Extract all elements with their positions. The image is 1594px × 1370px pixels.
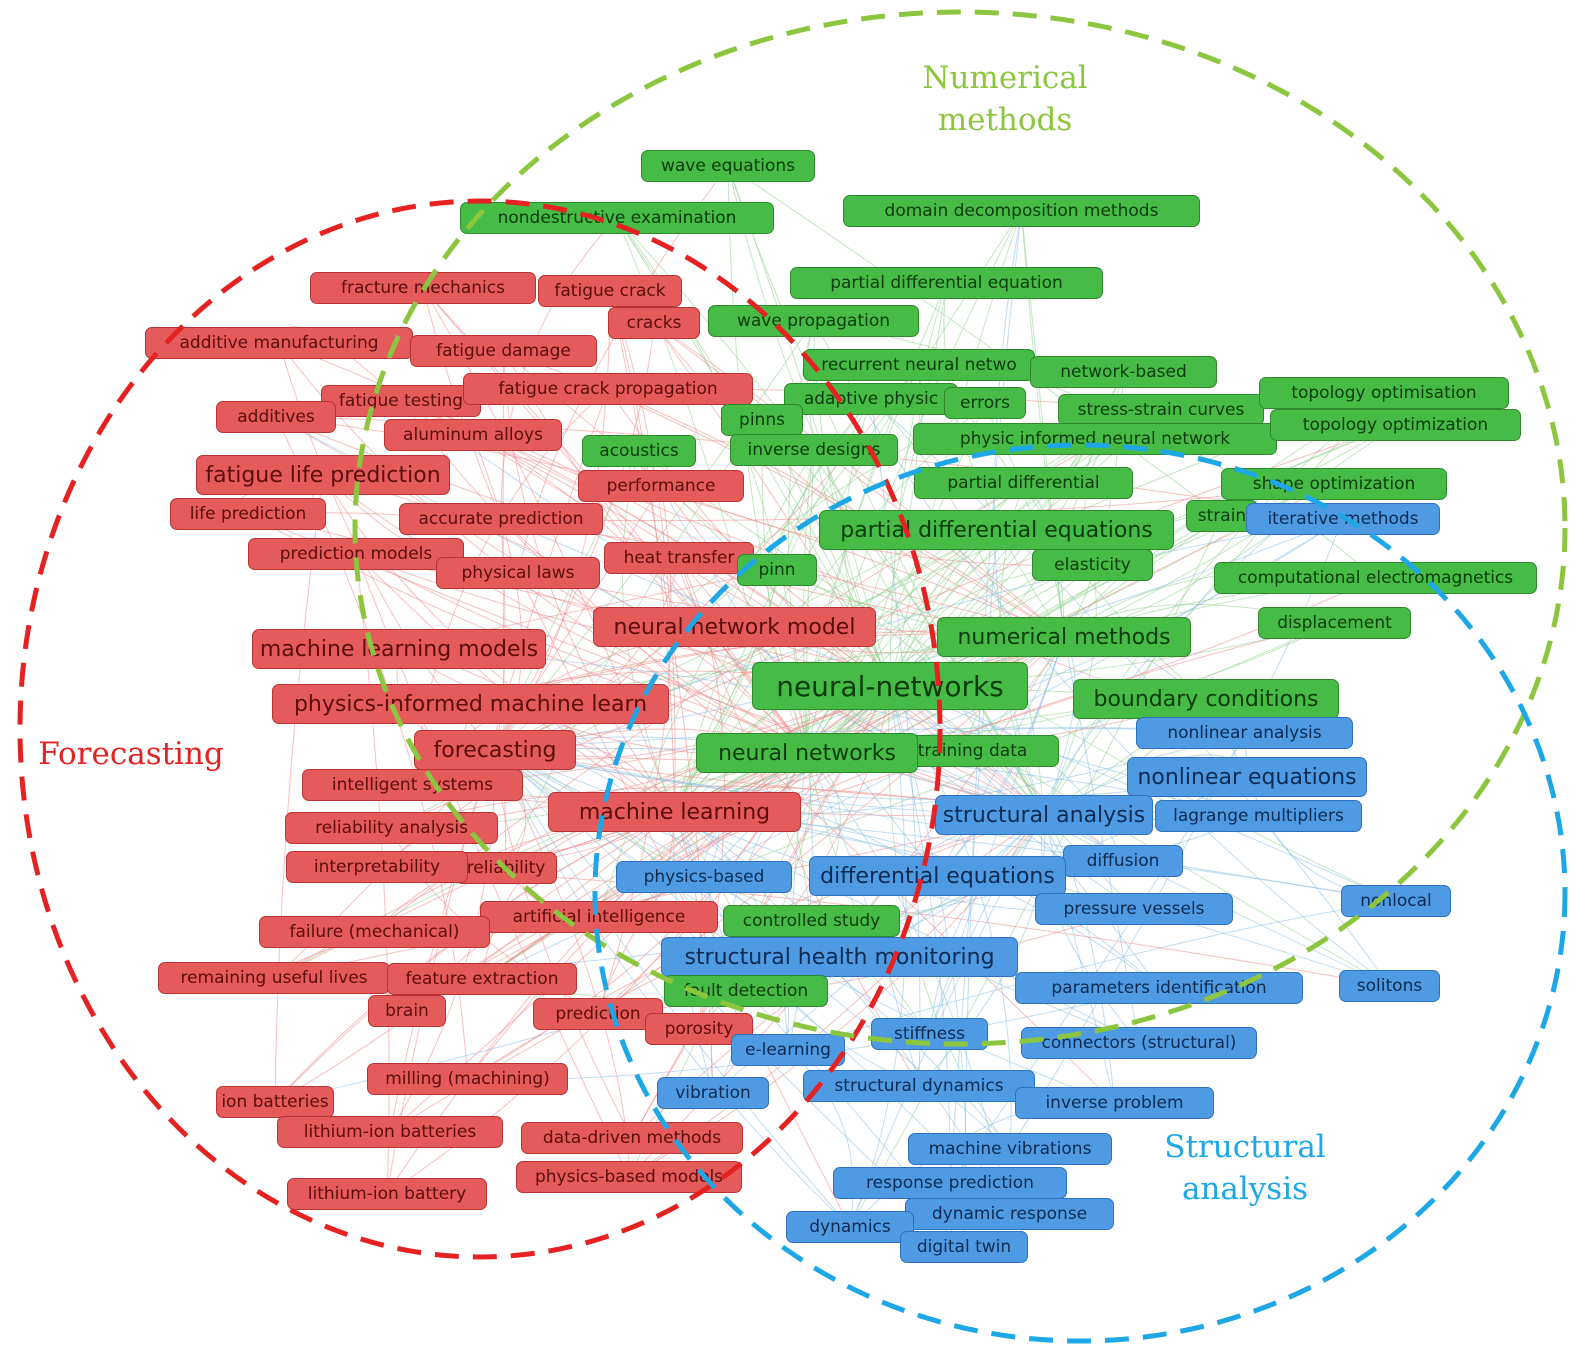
keyword-node-controlled-study[interactable]: controlled study — [723, 905, 900, 937]
keyword-node-wave-equations[interactable]: wave equations — [641, 150, 815, 182]
keyword-node-physics-based[interactable]: physics-based — [616, 861, 792, 893]
keyword-node-dynamics[interactable]: dynamics — [786, 1211, 914, 1243]
keyword-node-additives[interactable]: additives — [216, 401, 336, 433]
keyword-node-stiffness[interactable]: stiffness — [871, 1018, 988, 1050]
keyword-node-lithium-ion-battery[interactable]: lithium-ion battery — [287, 1178, 487, 1210]
keyword-node-lithium-ion-batteries[interactable]: lithium-ion batteries — [277, 1116, 503, 1148]
keyword-node-nonlinear-equations[interactable]: nonlinear equations — [1127, 757, 1367, 797]
keyword-node-nonlinear-analysis[interactable]: nonlinear analysis — [1136, 717, 1353, 749]
keyword-node-physical-laws[interactable]: physical laws — [436, 557, 600, 589]
keyword-node-remaining-useful-lives[interactable]: remaining useful lives — [158, 962, 390, 994]
keyword-node-response-prediction[interactable]: response prediction — [833, 1167, 1067, 1199]
keyword-node-inverse-problem[interactable]: inverse problem — [1015, 1087, 1214, 1119]
keyword-node-physics-based-models[interactable]: physics-based models — [516, 1161, 742, 1193]
keyword-node-boundary-conditions[interactable]: boundary conditions — [1073, 679, 1339, 719]
keyword-node-interpretability[interactable]: interpretability — [286, 851, 468, 883]
numerical-methods-cluster-label: Numerical methods — [922, 60, 1088, 138]
keyword-node-iterative-methods[interactable]: iterative methods — [1246, 503, 1440, 535]
keyword-node-neural-networks[interactable]: neural networks — [696, 733, 918, 773]
keyword-node-domain-decomposition-methods[interactable]: domain decomposition methods — [843, 195, 1200, 227]
keyword-node-network-based[interactable]: network-based — [1030, 356, 1217, 388]
keyword-node-fatigue-damage[interactable]: fatigue damage — [410, 335, 597, 367]
keyword-node-differential-equations[interactable]: differential equations — [809, 856, 1066, 896]
keyword-node-adaptive-physic[interactable]: adaptive physic — [784, 383, 958, 415]
keyword-node-vibration[interactable]: vibration — [657, 1077, 769, 1109]
keyword-node-heat-transfer[interactable]: heat transfer — [604, 542, 754, 574]
keyword-node-machine-vibrations[interactable]: machine vibrations — [908, 1133, 1112, 1165]
keyword-node-prediction[interactable]: prediction — [533, 998, 663, 1030]
keyword-node-computational-electromagnetics[interactable]: computational electromagnetics — [1214, 562, 1537, 594]
keyword-node-connectors-structural[interactable]: connectors (structural) — [1021, 1027, 1257, 1059]
keyword-node-feature-extraction[interactable]: feature extraction — [387, 963, 577, 995]
keyword-node-wave-propagation[interactable]: wave propagation — [708, 305, 919, 337]
keyword-node-e-learning[interactable]: e-learning — [731, 1034, 845, 1066]
keyword-node-fault-detection[interactable]: fault detection — [664, 975, 828, 1007]
keyword-node-numerical-methods[interactable]: numerical methods — [937, 617, 1191, 657]
keyword-node-failure-mechanical[interactable]: failure (mechanical) — [259, 916, 490, 948]
keyword-node-shape-optimization[interactable]: shape optimization — [1221, 468, 1447, 500]
keyword-node-intelligent-systems[interactable]: intelligent systems — [302, 769, 523, 801]
keyword-node-brain[interactable]: brain — [368, 995, 446, 1027]
keyword-node-fatigue-crack[interactable]: fatigue crack — [538, 275, 682, 307]
keyword-node-milling-machining[interactable]: milling (machining) — [367, 1063, 568, 1095]
keyword-node-structural-dynamics[interactable]: structural dynamics — [803, 1070, 1035, 1102]
keyword-node-fatigue-crack-propagation[interactable]: fatigue crack propagation — [463, 373, 753, 405]
keyword-node-neural-networks[interactable]: neural-networks — [752, 662, 1028, 710]
keyword-node-additive-manufacturing[interactable]: additive manufacturing — [145, 327, 413, 359]
keyword-node-machine-learning[interactable]: machine learning — [548, 792, 801, 832]
keyword-node-acoustics[interactable]: acoustics — [582, 435, 696, 467]
structural-analysis-cluster-label: Structural analysis — [1164, 1129, 1326, 1207]
keyword-node-inverse-designs[interactable]: inverse designs — [730, 434, 898, 466]
keyword-node-lagrange-multipliers[interactable]: lagrange multipliers — [1155, 800, 1362, 832]
keyword-node-topology-optimization[interactable]: topology optimization — [1270, 409, 1521, 441]
keyword-node-aluminum-alloys[interactable]: aluminum alloys — [384, 419, 562, 451]
keyword-node-partial-differential[interactable]: partial differential — [914, 467, 1133, 499]
keyword-node-recurrent-neural-netwo[interactable]: recurrent neural netwo — [803, 349, 1035, 381]
keyword-node-partial-differential-equations[interactable]: partial differential equations — [819, 510, 1174, 550]
keyword-node-prediction-models[interactable]: prediction models — [248, 538, 464, 570]
keyword-node-fracture-mechanics[interactable]: fracture mechanics — [310, 272, 536, 304]
keyword-node-solitons[interactable]: solitons — [1339, 970, 1440, 1002]
keyword-node-parameters-identification[interactable]: parameters identification — [1015, 972, 1303, 1004]
keyword-node-ion-batteries[interactable]: ion batteries — [216, 1086, 334, 1118]
keyword-node-data-driven-methods[interactable]: data-driven methods — [521, 1122, 743, 1154]
keyword-node-reliability-analysis[interactable]: reliability analysis — [285, 812, 498, 844]
keyword-node-artificial-intelligence[interactable]: artificial intelligence — [480, 901, 718, 933]
keyword-node-errors[interactable]: errors — [944, 387, 1026, 419]
keyword-node-reliability[interactable]: reliability — [455, 852, 557, 884]
forecasting-cluster-label: Forecasting — [38, 736, 224, 772]
keyword-node-fatigue-life-prediction[interactable]: fatigue life prediction — [196, 455, 450, 495]
keyword-node-partial-differential-equation[interactable]: partial differential equation — [790, 267, 1103, 299]
keyword-node-pinns[interactable]: pinns — [721, 404, 803, 436]
keyword-node-structural-analysis[interactable]: structural analysis — [935, 795, 1153, 835]
keyword-node-pressure-vessels[interactable]: pressure vessels — [1035, 893, 1233, 925]
keyword-node-topology-optimisation[interactable]: topology optimisation — [1259, 377, 1509, 409]
keyword-node-forecasting[interactable]: forecasting — [414, 730, 576, 770]
keyword-node-nonlocal[interactable]: nonlocal — [1341, 885, 1451, 917]
keyword-node-accurate-prediction[interactable]: accurate prediction — [399, 503, 603, 535]
keyword-node-diffusion[interactable]: diffusion — [1063, 845, 1183, 877]
keyword-node-pinn[interactable]: pinn — [737, 554, 817, 586]
keyword-node-elasticity[interactable]: elasticity — [1032, 549, 1153, 581]
keyword-node-physic-informed-neural-network[interactable]: physic informed neural network — [913, 423, 1277, 455]
keyword-node-cracks[interactable]: cracks — [608, 307, 700, 339]
keyword-node-physics-informed-machine-learn[interactable]: physics-informed machine learn — [272, 684, 669, 724]
keyword-node-machine-learning-models[interactable]: machine learning models — [252, 629, 546, 669]
keyword-node-life-prediction[interactable]: life prediction — [170, 498, 326, 530]
keyword-node-stress-strain-curves[interactable]: stress-strain curves — [1058, 394, 1264, 426]
keyword-node-digital-twin[interactable]: digital twin — [900, 1231, 1028, 1263]
keyword-node-performance[interactable]: performance — [578, 470, 744, 502]
keyword-node-structural-health-monitoring[interactable]: structural health monitoring — [661, 937, 1018, 977]
keyword-node-dynamic-response[interactable]: dynamic response — [905, 1198, 1114, 1230]
keyword-node-neural-network-model[interactable]: neural network model — [593, 607, 876, 647]
keyword-node-nondestructive-examination[interactable]: nondestructive examination — [460, 202, 774, 234]
keyword-node-fatigue-testing[interactable]: fatigue testing — [321, 385, 481, 417]
keyword-node-displacement[interactable]: displacement — [1258, 607, 1411, 639]
